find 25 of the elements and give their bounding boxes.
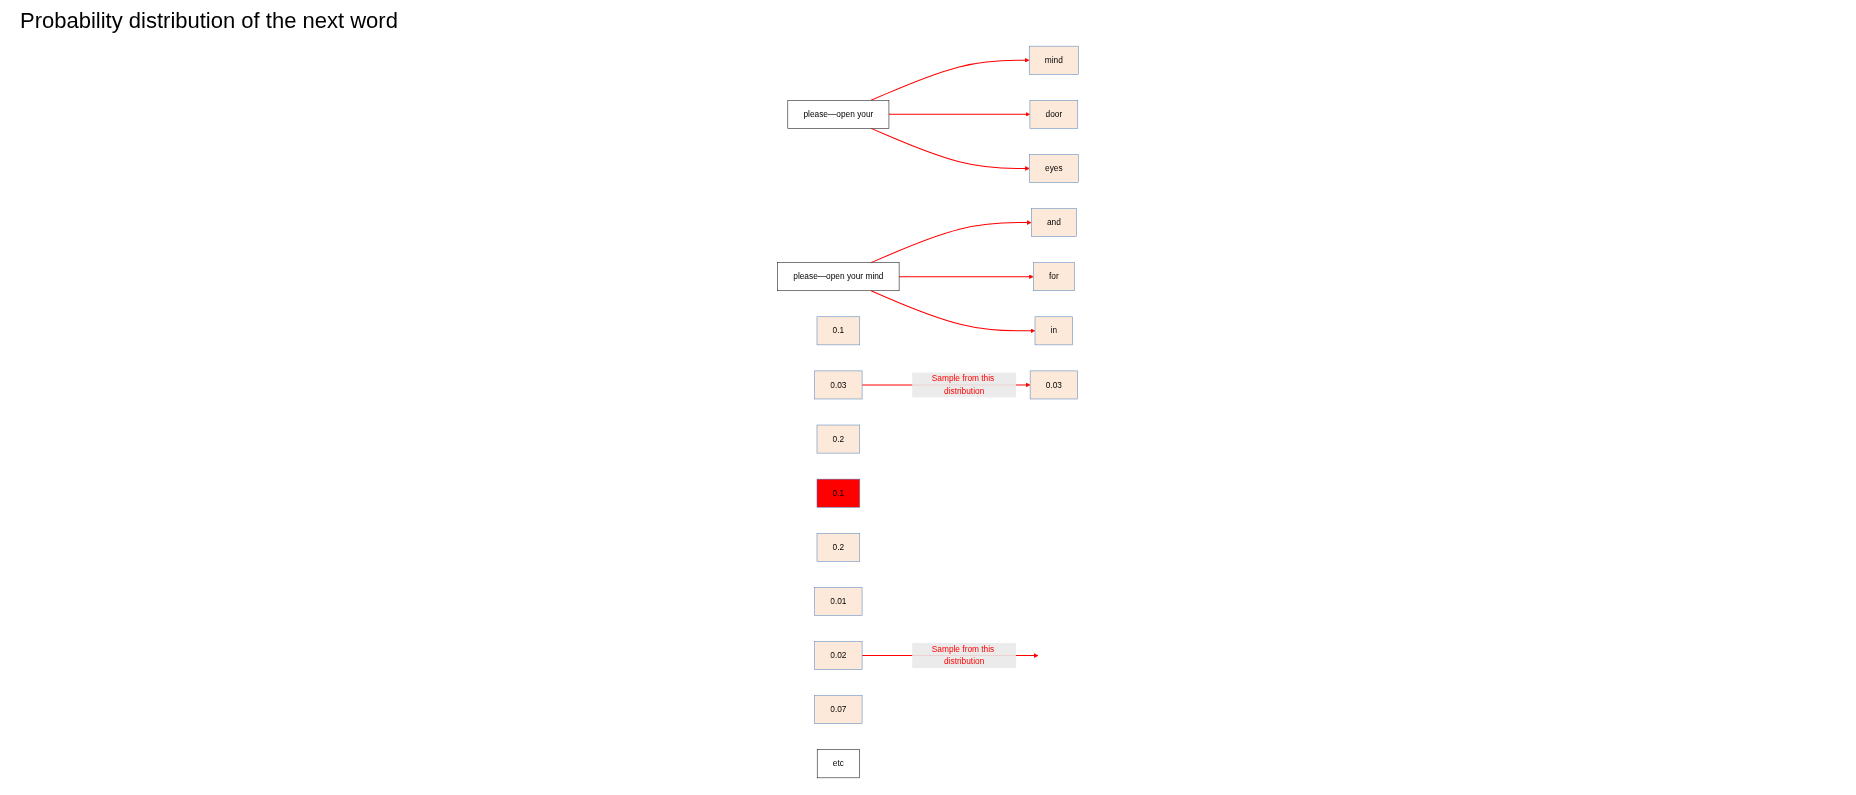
arrow <box>888 112 1031 117</box>
node-box: 0.2 <box>816 533 860 562</box>
node-box: door <box>1029 100 1078 129</box>
node-box: please—open your <box>787 100 890 129</box>
node-box: etc <box>816 749 860 779</box>
node-box: 0.03 <box>814 370 863 400</box>
arrow <box>870 290 1036 334</box>
arrow <box>870 57 1030 101</box>
node-box: eyes <box>1029 154 1079 183</box>
edge-label: Sample from this distribution <box>931 374 995 396</box>
node-box: 0.07 <box>814 695 863 724</box>
edge-label: Sample from this distribution <box>931 644 995 666</box>
node-box: in <box>1034 316 1073 346</box>
node-box: 0.03 <box>1029 370 1078 400</box>
node-box: and <box>1030 208 1077 237</box>
arrow <box>898 274 1034 279</box>
node-box: 0.01 <box>814 587 863 616</box>
note-text: Probability distribution of the next word <box>20 8 399 34</box>
node-box: 0.02 <box>814 641 863 670</box>
node-box: mind <box>1028 45 1079 75</box>
node-box: for <box>1033 262 1075 291</box>
node-box: 0.1 <box>816 478 860 508</box>
node-box: 0.2 <box>816 424 860 454</box>
node-box: please—open your mind <box>777 262 900 291</box>
node-box: 0.1 <box>816 316 860 346</box>
